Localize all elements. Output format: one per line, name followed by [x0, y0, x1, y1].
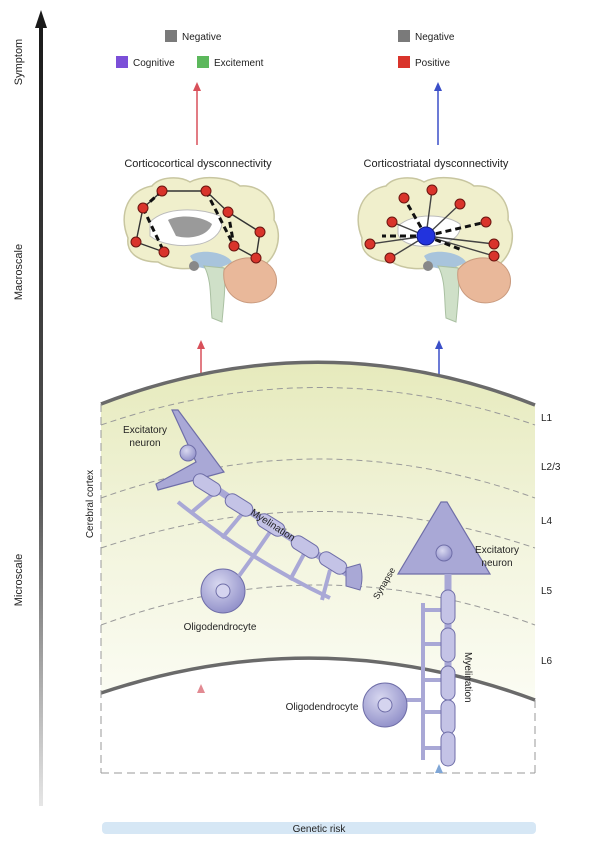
left-axon-terminal: [345, 563, 363, 591]
node: [364, 238, 376, 250]
right-neuron-body: [396, 501, 492, 575]
node: [158, 246, 170, 258]
legend-negative: Negative: [182, 32, 222, 43]
layer-label-l4: L4: [541, 516, 553, 527]
right-oligodendrocyte-label: Oligodendrocyte: [286, 702, 359, 713]
cortex-bottom-edge: [100, 656, 536, 702]
symptom-arrows: [193, 82, 442, 145]
legend-swatch-excitement: [197, 56, 209, 68]
node: [398, 192, 410, 204]
legend-positive: Positive: [415, 58, 450, 69]
legend-negative-right: Negative: [415, 32, 455, 43]
right-thalamus: [424, 251, 466, 269]
node: [488, 238, 500, 250]
legend-swatch-positive: [398, 56, 410, 68]
right-excitatory-neuron: [362, 501, 492, 767]
right-brainstem: [437, 265, 460, 323]
cortex-top-edge: [100, 360, 536, 407]
node: [488, 250, 500, 262]
node: [250, 252, 262, 264]
right-oligodendrocyte-nucleus: [377, 697, 393, 713]
right-myelin-segments: [440, 589, 456, 767]
right-network-nodes: [364, 184, 500, 264]
left-neuron-nucleus: [179, 444, 197, 462]
right-brain: [357, 176, 514, 323]
left-brainstem: [203, 265, 226, 323]
scale-axis-arrowhead: [35, 10, 47, 28]
layer-label-l23: L2/3: [541, 462, 561, 473]
layer-label-l5: L5: [541, 586, 553, 597]
layer-boundaries: [100, 387, 536, 626]
axis-label-macroscale: Macroscale: [13, 244, 25, 300]
node: [200, 185, 212, 197]
node: [156, 185, 168, 197]
left-pituitary: [189, 261, 199, 271]
right-neuron-label-1: Excitatory: [475, 545, 519, 556]
left-neuron-label-1: Excitatory: [123, 425, 167, 436]
left-neuron-body: [155, 409, 226, 491]
left-thalamus: [190, 251, 232, 269]
left-mid-arrowhead: [197, 340, 205, 349]
left-excitatory-neuron: [155, 409, 363, 614]
genetic-risk-arrows: [197, 684, 443, 822]
node: [254, 226, 266, 238]
left-myelin-segments: [192, 473, 348, 575]
left-network-nodes: [130, 185, 266, 264]
axis-label-symptom: Symptom: [13, 39, 25, 85]
node: [137, 202, 149, 214]
left-corpus-callosum: [168, 216, 212, 238]
genetic-risk-bar: [102, 822, 536, 834]
right-network-dashed: [382, 197, 487, 252]
legend-swatch-cognitive: [116, 56, 128, 68]
white-matter-outline: [100, 404, 536, 774]
scale-axis-line: [39, 26, 43, 806]
cerebral-cortex-label: Cerebral cortex: [85, 470, 96, 538]
node: [384, 252, 396, 264]
genetic-risk-label: Genetic risk: [293, 824, 347, 835]
cortex-block: [100, 360, 536, 774]
left-oligodendrocyte-nucleus: [215, 583, 231, 599]
right-legend: Negative Positive: [398, 30, 455, 69]
right-myelination-label: Myelination: [462, 652, 473, 703]
left-oligodendrocyte-label: Oligodendrocyte: [184, 622, 257, 633]
left-cerebellum: [223, 257, 277, 304]
left-neuron-label-2: neuron: [129, 438, 160, 449]
left-legend: Negative Cognitive Excitement: [116, 30, 264, 69]
layer-label-l6: L6: [541, 656, 553, 667]
legend-excitement: Excitement: [214, 58, 264, 69]
node: [480, 216, 492, 228]
title-corticostriatal: Corticostriatal dysconnectivity: [364, 158, 509, 170]
right-symptom-arrowhead: [434, 82, 442, 91]
layer-labels: L1 L2/3 L4 L5 L6: [541, 413, 561, 667]
node: [454, 198, 466, 210]
title-corticocortical: Corticocortical dysconnectivity: [124, 158, 272, 170]
left-symptom-arrowhead: [193, 82, 201, 91]
scale-axis: [35, 10, 47, 806]
legend-cognitive: Cognitive: [133, 58, 175, 69]
node: [222, 206, 234, 218]
node: [130, 236, 142, 248]
left-genetic-arrowhead: [197, 684, 205, 693]
left-myelin-connectors: [190, 492, 332, 601]
axis-label-microscale: Microscale: [13, 554, 25, 607]
right-mid-arrowhead: [435, 340, 443, 349]
right-pituitary: [423, 261, 433, 271]
legend-swatch-negative: [165, 30, 177, 42]
legend-swatch-negative-right: [398, 30, 410, 42]
node: [228, 240, 240, 252]
right-cerebellum: [457, 257, 511, 304]
node: [386, 216, 398, 228]
right-neuron-nucleus: [435, 544, 453, 562]
cortex-fill: [101, 362, 535, 700]
left-brain: [123, 176, 280, 323]
right-neuron-label-2: neuron: [481, 558, 512, 569]
left-oligo-process: [237, 556, 254, 578]
layer-label-l1: L1: [541, 413, 553, 424]
node: [426, 184, 438, 196]
right-genetic-arrowhead: [435, 764, 443, 773]
striatum-hub: [416, 226, 436, 246]
